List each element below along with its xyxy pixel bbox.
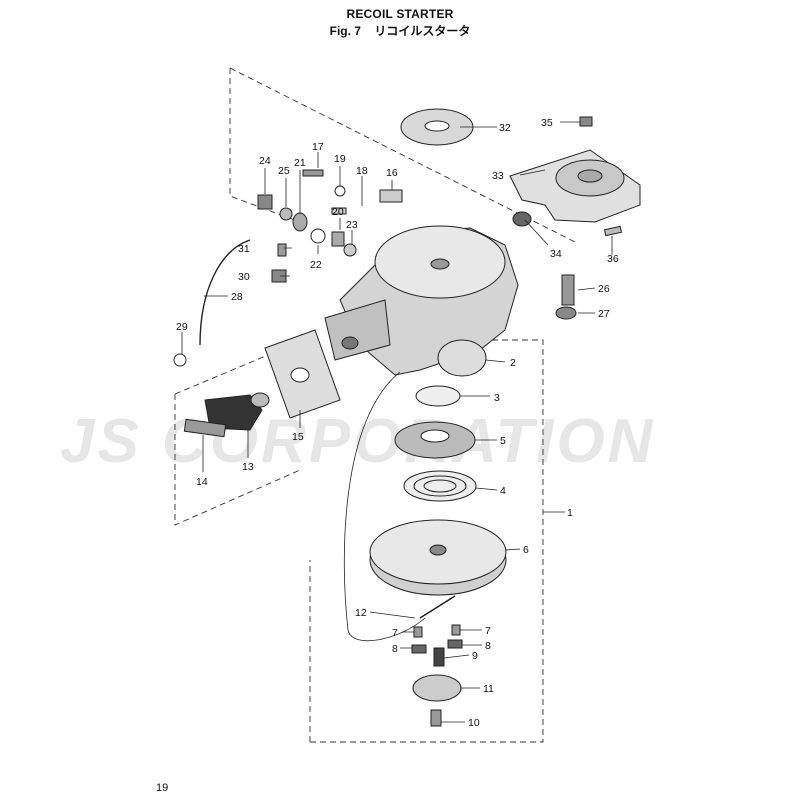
label-part-10: 10 (468, 717, 480, 729)
label-part-19: 19 (334, 153, 346, 165)
label-part-28: 28 (231, 291, 243, 303)
label-part-30: 30 (238, 271, 250, 283)
label-part-22: 22 (310, 259, 322, 271)
part-28-cable (199, 239, 251, 346)
label-part-5: 5 (500, 435, 506, 447)
part-22-spring (310, 228, 326, 244)
label-part-8-right: 8 (485, 640, 491, 652)
leader-lines (181, 121, 613, 723)
label-part-7-left: 7 (392, 627, 398, 639)
part-5-case (394, 421, 476, 459)
part-8-right (447, 639, 463, 649)
label-part-25: 25 (278, 165, 290, 177)
label-part-33: 33 (492, 170, 504, 182)
page-number: 19 (156, 782, 169, 794)
part-14-insert (183, 418, 227, 438)
part-21-lever (292, 212, 308, 232)
label-part-18: 18 (356, 165, 368, 177)
label-part-32: 32 (499, 122, 511, 134)
part-12-rope (419, 595, 456, 619)
part-11-ratchet (412, 674, 462, 702)
label-part-20: 20 (332, 206, 344, 218)
part-4-spring (403, 470, 477, 502)
label-part-16: 16 (386, 167, 398, 179)
part-31-screw (277, 243, 287, 257)
part-6-reel (369, 519, 507, 596)
starter-housing (324, 225, 519, 376)
part-7-left (413, 626, 423, 638)
label-part-15: 15 (292, 431, 304, 443)
label-part-26: 26 (598, 283, 610, 295)
label-part-8-left: 8 (392, 643, 398, 655)
label-part-24: 24 (259, 155, 271, 167)
part-36-pad (603, 225, 623, 237)
part-8-left (411, 644, 427, 654)
part-18-pin (331, 207, 347, 215)
label-part-14: 14 (196, 476, 208, 488)
part-35-nut (579, 116, 593, 127)
part-32-plate (400, 108, 474, 146)
label-part-34: 34 (550, 248, 562, 260)
label-part-4: 4 (500, 485, 506, 497)
group-outline-main (309, 339, 544, 743)
watermark-text: JS CORPORATION (60, 407, 655, 476)
part-16-stopper (379, 189, 403, 203)
label-part-6: 6 (523, 544, 529, 556)
label-part-1: 1 (567, 507, 573, 519)
part-17-screw (302, 169, 324, 177)
part-20-cam (331, 231, 345, 247)
part-29-clip (173, 353, 187, 367)
part-19-ring (334, 185, 346, 197)
part-27-collar (555, 306, 577, 320)
label-part-3: 3 (494, 392, 500, 404)
rope-path (343, 371, 426, 642)
diagram-title: RECOIL STARTER (346, 7, 454, 21)
part-33-cover (509, 149, 641, 223)
label-part-12: 12 (355, 607, 367, 619)
part-25-collar (279, 207, 293, 221)
part-7-right (451, 624, 461, 636)
part-9-spring (433, 647, 445, 667)
part-10-bolt (430, 709, 442, 727)
label-part-17: 17 (312, 141, 324, 153)
label-part-23: 23 (346, 219, 358, 231)
part-3-washer (415, 385, 461, 407)
label-part-13: 13 (242, 461, 254, 473)
label-part-27: 27 (598, 308, 610, 320)
label-part-11: 11 (483, 683, 494, 695)
part-2-guide (437, 339, 487, 377)
label-part-7-right: 7 (485, 625, 491, 637)
label-part-31: 31 (238, 243, 250, 255)
label-part-36: 36 (607, 253, 619, 265)
figure-title-jp: リコイルスタータ (374, 24, 471, 38)
label-part-9: 9 (472, 650, 478, 662)
label-part-21: 21 (294, 157, 306, 169)
part-34-grommet (512, 211, 532, 227)
part-26-bolt (561, 274, 575, 306)
figure-caption: Fig. 7 リコイルスタータ (0, 22, 800, 39)
figure-label: Fig. 7 (329, 24, 361, 38)
group-outline-handle (174, 349, 301, 526)
part-23-washer (343, 243, 357, 257)
label-part-29: 29 (176, 321, 188, 333)
label-part-35: 35 (541, 117, 553, 129)
part-24-bolt (257, 194, 273, 210)
label-part-2: 2 (510, 357, 516, 369)
